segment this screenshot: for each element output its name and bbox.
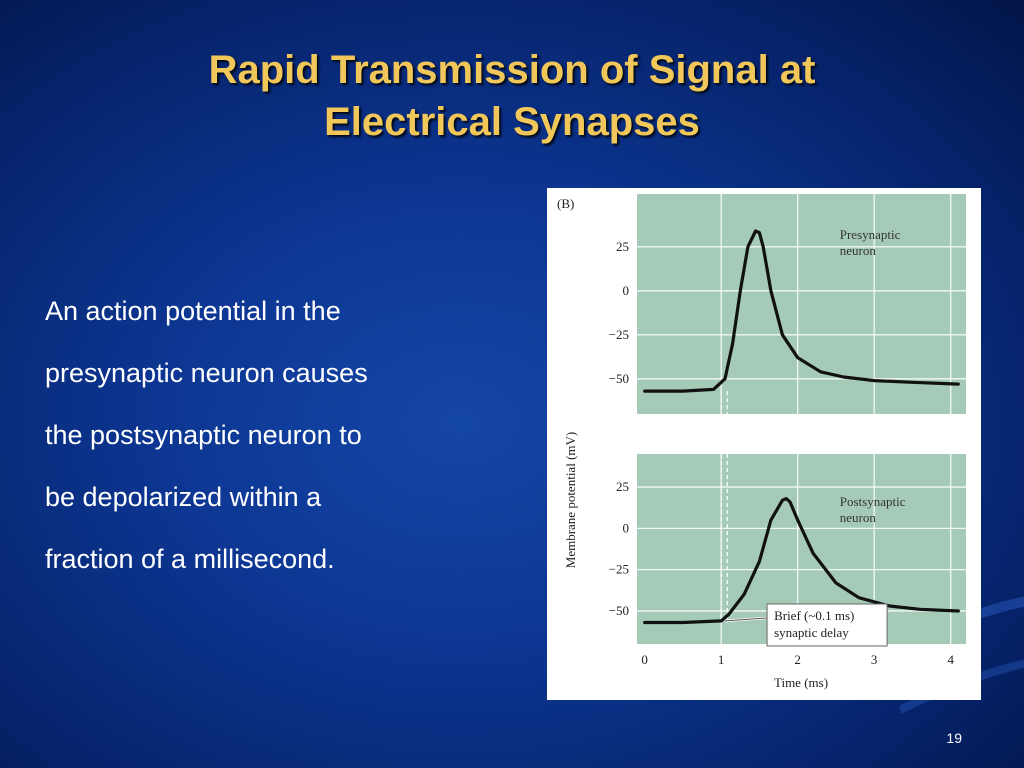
annotation-text: Brief (~0.1 ms)synaptic delay (774, 608, 854, 640)
body-line-5: fraction of a millisecond. (45, 544, 335, 574)
y-tick-label: −25 (609, 327, 629, 342)
body-line-1: An action potential in the (45, 296, 341, 326)
slide-title-line-1: Rapid Transmission of Signal at (208, 48, 816, 92)
x-tick-label: 3 (871, 652, 878, 667)
x-tick-label: 0 (641, 652, 648, 667)
slide-body-text: An action potential in the presynaptic n… (45, 280, 485, 590)
slide-number: 19 (946, 730, 962, 746)
y-tick-label: 25 (616, 239, 629, 254)
y-tick-label: 25 (616, 479, 629, 494)
y-tick-label: −50 (609, 603, 629, 618)
body-line-3: the postsynaptic neuron to (45, 420, 362, 450)
body-line-4: be depolarized within a (45, 482, 322, 512)
callout-leader (724, 617, 768, 622)
x-tick-label: 4 (947, 652, 954, 667)
x-tick-label: 2 (794, 652, 801, 667)
y-tick-label: −50 (609, 371, 629, 386)
x-tick-label: 1 (718, 652, 725, 667)
series-line (643, 497, 960, 625)
body-line-2: presynaptic neuron causes (45, 358, 368, 388)
callout-box (766, 603, 888, 647)
slide-title: Rapid Transmission of Signal at Electric… (0, 44, 1024, 148)
slide-title-line-2: Electrical Synapses (324, 100, 700, 144)
y-tick-label: 0 (623, 283, 630, 298)
plot-background (637, 194, 966, 414)
x-axis-label: Time (ms) (774, 675, 828, 690)
y-tick-label: 0 (623, 520, 630, 535)
y-axis-label: Membrane potential (mV) (563, 432, 578, 568)
y-tick-label: −25 (609, 562, 629, 577)
panel-label: (B) (557, 196, 574, 211)
series-line (643, 229, 960, 393)
